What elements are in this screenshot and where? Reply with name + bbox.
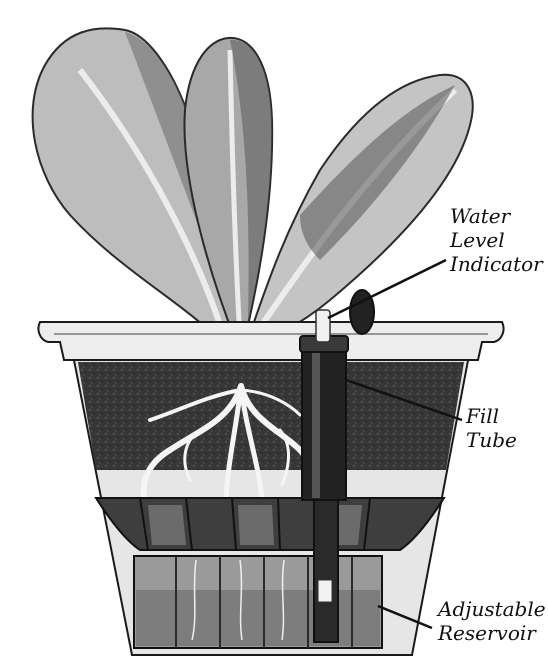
label-line: Indicator bbox=[450, 252, 543, 276]
label-line: Reservoir bbox=[438, 621, 546, 645]
label-line: Tube bbox=[466, 428, 517, 452]
adjustable-reservoir-label: Adjustable Reservoir bbox=[438, 597, 546, 645]
soil-overlay bbox=[78, 362, 464, 470]
pot-rim bbox=[38, 322, 503, 360]
label-line: Water bbox=[450, 204, 543, 228]
label-line: Adjustable bbox=[438, 597, 546, 621]
label-line: Level bbox=[450, 228, 543, 252]
water-level-indicator-label: Water Level Indicator bbox=[450, 204, 543, 276]
reservoir-water bbox=[136, 590, 380, 646]
fill-tube-label: Fill Tube bbox=[466, 404, 517, 452]
label-line: Fill bbox=[466, 404, 517, 428]
